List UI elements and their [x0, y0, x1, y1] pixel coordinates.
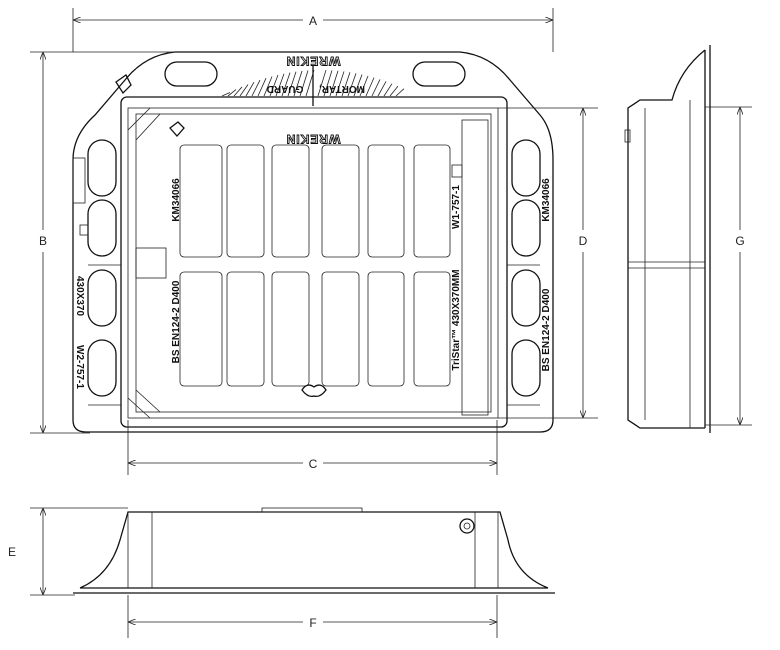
cover-logo-icon [169, 121, 185, 137]
grate-slot [179, 144, 223, 258]
logo-icon [115, 74, 132, 95]
hatch-line [335, 71, 345, 97]
grate-slot [271, 144, 310, 258]
hatch-line [269, 74, 279, 97]
frame-size-marking: 430X370 [74, 276, 85, 316]
frame-oval-slot [87, 139, 117, 197]
dimension-f: F [309, 616, 316, 630]
hatch-line [353, 74, 363, 97]
plan-view: WREKIN WREKIN GUARD MORTAR, KM34066 KM34… [72, 51, 554, 433]
mortar-guard-right: MORTAR, [319, 83, 365, 94]
w1-code: W1-757-1 [451, 185, 462, 229]
hatch-line [395, 88, 405, 97]
dimension-e: E [8, 545, 16, 559]
frame-slots [87, 61, 541, 397]
hatch-line [287, 71, 297, 97]
hatch-line [359, 75, 369, 97]
hatch-line [389, 85, 399, 97]
hatch-line [323, 70, 333, 97]
corner-bevels [127, 107, 161, 419]
hatch-line [221, 92, 231, 97]
outer-frame [72, 51, 554, 433]
frame-oval-slot [87, 339, 117, 397]
standard-right: BS EN124-2 D400 [541, 288, 552, 371]
hatch-line [275, 73, 285, 97]
hinge-block-left [135, 247, 167, 279]
grate-slot [413, 271, 451, 387]
dimension-g: G [735, 234, 744, 248]
hatch-line [365, 77, 375, 97]
hatch-line [263, 76, 273, 97]
grate-slot [179, 271, 223, 387]
hatch-line [305, 70, 315, 97]
front-view [73, 507, 555, 594]
brand-cover: WREKIN [286, 132, 341, 146]
mortar-guard-left: GUARD [267, 83, 304, 94]
hatch-line [317, 69, 327, 97]
hatch-line [377, 81, 387, 97]
hatch-line [299, 70, 309, 97]
dimension-d: D [579, 234, 588, 248]
hinge-bar-right [461, 119, 489, 416]
frame-oval-slot [511, 199, 541, 257]
km-code-right: KM34066 [541, 178, 552, 222]
grate-slot [321, 144, 360, 258]
dimension-b: B [39, 234, 47, 248]
frame-oval-slot [87, 199, 117, 257]
frame-oval-slot [511, 269, 541, 327]
hatch-line [371, 79, 381, 97]
hatch-line [341, 72, 351, 97]
hatch-line [233, 86, 243, 97]
hatch-line [245, 81, 255, 97]
grate-slots [179, 144, 451, 387]
grate-slot [367, 144, 405, 258]
frame-code-marking: W2-757-1 [74, 345, 85, 389]
hatch-line [227, 89, 237, 97]
mortar-guard-hatching [221, 69, 405, 97]
cover-edge [127, 107, 499, 419]
lift-keyhole [301, 384, 327, 398]
grate-slot [413, 144, 451, 258]
tristar-marking: TriStar™ 430X370MM [451, 269, 462, 370]
grate-slot [271, 271, 310, 387]
side-view [624, 45, 711, 433]
grate-slot [226, 271, 265, 387]
frame-oval-slot [87, 269, 117, 327]
hatch-line [257, 78, 267, 97]
cover-inner-edge [135, 113, 492, 413]
brand-top: WREKIN [286, 54, 341, 68]
frame-oval-slot [412, 61, 466, 87]
grate-slot [367, 271, 405, 387]
km-code-left: KM34066 [171, 178, 182, 222]
frame-oval-slot [511, 339, 541, 397]
hatch-line [293, 70, 303, 97]
dimension-lines: A B C D E F G [8, 8, 752, 638]
standard-left: BS EN124-2 D400 [171, 280, 182, 363]
grate-slot [321, 271, 360, 387]
hatch-line [239, 84, 249, 97]
dimension-a: A [309, 14, 317, 28]
frame-tab [72, 157, 86, 204]
hatch-line [281, 72, 291, 97]
hatch-line [329, 70, 339, 97]
marker-box [451, 164, 463, 178]
frame-notch [79, 224, 89, 236]
dimension-c: C [309, 457, 318, 471]
frame-oval-slot [511, 139, 541, 197]
grate-slot [226, 144, 265, 258]
hatch-line [251, 79, 261, 97]
hatch-line [383, 83, 393, 97]
inner-frame [120, 96, 508, 428]
lock-bolt-icon [459, 518, 475, 534]
frame-oval-slot [164, 61, 218, 87]
hatch-line [347, 73, 357, 97]
